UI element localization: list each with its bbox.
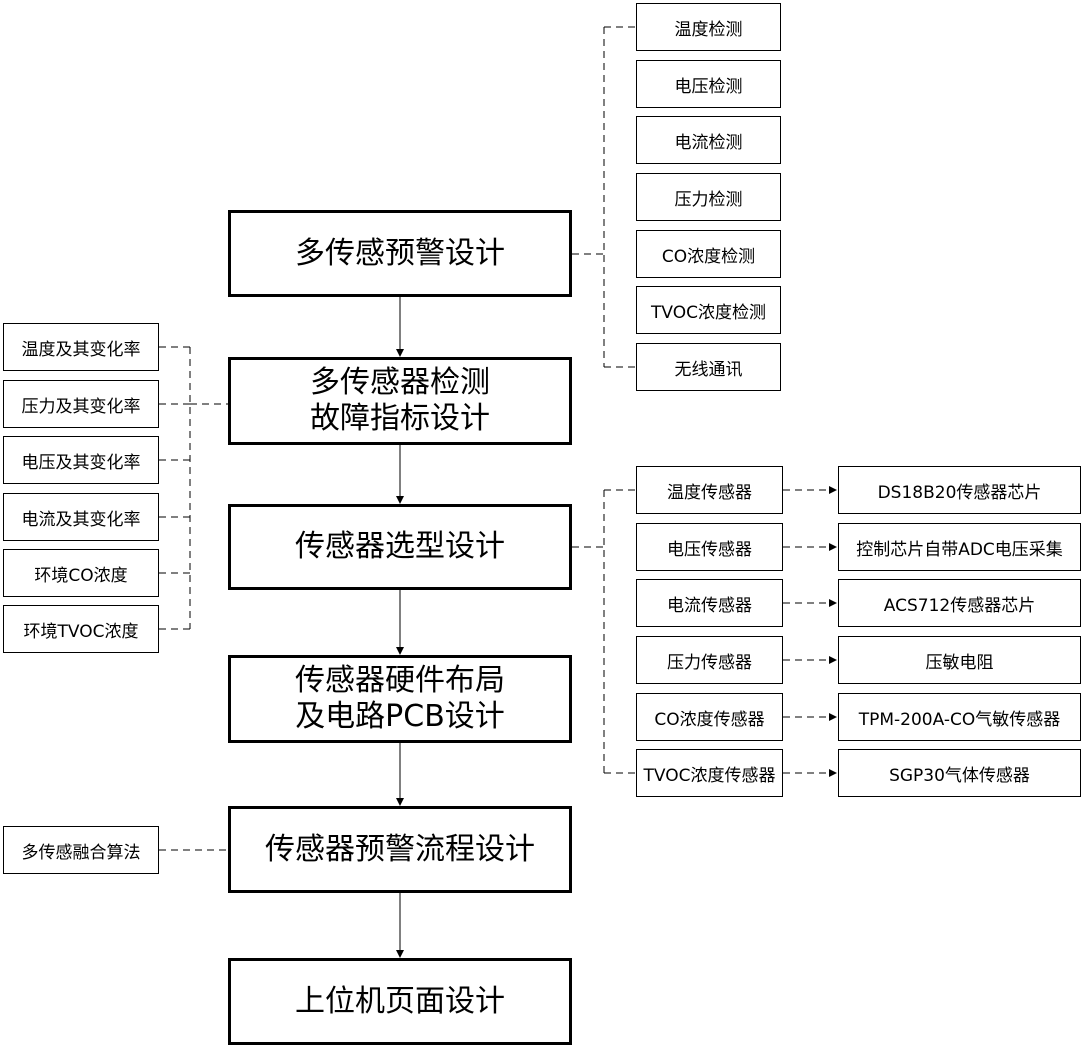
function-wireless: 无线通讯 bbox=[636, 343, 781, 391]
sensor-pressure: 压力传感器 bbox=[636, 636, 783, 684]
function-co: CO浓度检测 bbox=[636, 230, 781, 278]
chip-acs712: ACS712传感器芯片 bbox=[838, 579, 1081, 627]
chip-adc-voltage: 控制芯片自带ADC电压采集 bbox=[838, 523, 1081, 571]
step-hardware-pcb-design: 传感器硬件布局 及电路PCB设计 bbox=[228, 655, 572, 743]
indicator-co: 环境CO浓度 bbox=[3, 549, 159, 597]
step-fault-indicator-design: 多传感器检测 故障指标设计 bbox=[228, 357, 572, 445]
chip-sgp30: SGP30气体传感器 bbox=[838, 749, 1081, 797]
indicator-pressure: 压力及其变化率 bbox=[3, 380, 159, 428]
indicator-tvoc: 环境TVOC浓度 bbox=[3, 605, 159, 653]
function-voltage: 电压检测 bbox=[636, 60, 781, 108]
fusion-algorithm: 多传感融合算法 bbox=[3, 826, 159, 874]
chip-piezoresistor: 压敏电阻 bbox=[838, 636, 1081, 684]
step-sensor-selection-design: 传感器选型设计 bbox=[228, 504, 572, 590]
sensor-temperature: 温度传感器 bbox=[636, 466, 783, 514]
step-multi-sensor-warning-design: 多传感预警设计 bbox=[228, 210, 572, 297]
chip-tpm200a: TPM-200A-CO气敏传感器 bbox=[838, 693, 1081, 741]
function-current: 电流检测 bbox=[636, 116, 781, 164]
sensor-tvoc: TVOC浓度传感器 bbox=[636, 749, 783, 797]
indicator-current: 电流及其变化率 bbox=[3, 493, 159, 541]
indicator-voltage: 电压及其变化率 bbox=[3, 436, 159, 484]
function-temperature: 温度检测 bbox=[636, 3, 781, 51]
function-tvoc: TVOC浓度检测 bbox=[636, 286, 781, 334]
sensor-co: CO浓度传感器 bbox=[636, 693, 783, 741]
sensor-voltage: 电压传感器 bbox=[636, 523, 783, 571]
chip-ds18b20: DS18B20传感器芯片 bbox=[838, 466, 1081, 514]
sensor-current: 电流传感器 bbox=[636, 579, 783, 627]
function-pressure: 压力检测 bbox=[636, 173, 781, 221]
step-host-ui-design: 上位机页面设计 bbox=[228, 958, 572, 1045]
step-warning-flow-design: 传感器预警流程设计 bbox=[228, 806, 572, 893]
indicator-temperature: 温度及其变化率 bbox=[3, 323, 159, 371]
